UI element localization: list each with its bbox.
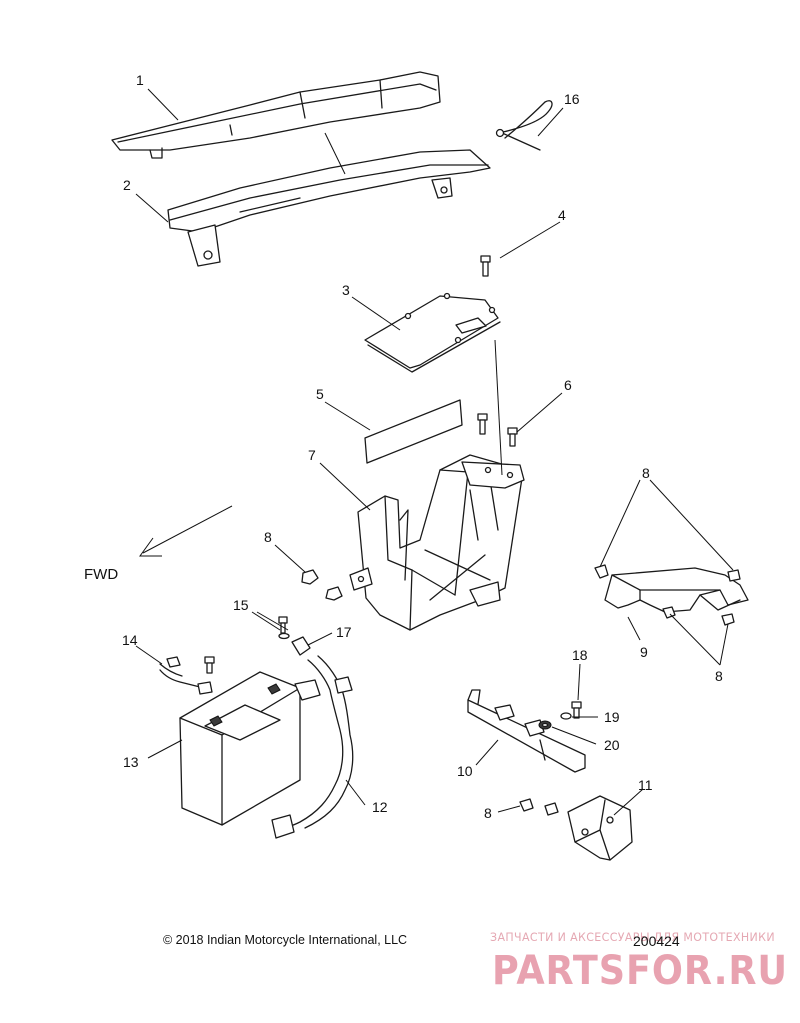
part-13-battery: [179, 671, 301, 826]
callout-13: 13: [123, 754, 139, 770]
part-3-cover-plate: [364, 292, 501, 373]
callout-9: 9: [640, 644, 648, 660]
callout-1: 1: [136, 72, 144, 88]
callout-12: 12: [372, 799, 388, 815]
callout-7: 7: [308, 447, 316, 463]
watermark: ЗАПЧАСТИ И АКСЕССУАРЫ ДЛЯ МОТОТЕХНИКИ PA…: [490, 930, 788, 994]
watermark-subtitle: ЗАПЧАСТИ И АКСЕССУАРЫ ДЛЯ МОТОТЕХНИКИ: [490, 930, 775, 944]
part-10-bracket: [467, 689, 586, 773]
part-5-strip: [364, 399, 463, 464]
callout-11: 11: [638, 777, 653, 793]
callout-19: 19: [604, 709, 620, 725]
fwd-label: FWD: [84, 566, 118, 583]
callout-17: 17: [336, 624, 352, 640]
part-9-bracket: [594, 564, 749, 626]
part-19-spacer: [560, 712, 572, 720]
callout-14: 14: [122, 632, 138, 648]
part-17-terminal: [291, 636, 311, 656]
callout-18: 18: [572, 647, 588, 663]
callout-4: 4: [558, 207, 566, 223]
part-1-upper-cover: [111, 71, 441, 159]
callout-16: 16: [564, 91, 580, 107]
part-2-lower-tray: [167, 149, 491, 267]
fwd-arrow: [139, 505, 233, 557]
callout-20: 20: [604, 737, 620, 753]
callout-10: 10: [457, 763, 473, 779]
part-18-bolt: [571, 701, 582, 719]
part-4-screw: [480, 255, 491, 277]
part-12-cable: [271, 655, 354, 839]
part-6-screws: [477, 413, 518, 447]
callout-2: 2: [123, 177, 131, 193]
callout-labels: 1 2 3 4 5 6 7 8 8 8 8 9 10 11 12 13 14 1…: [122, 72, 723, 821]
watermark-brand: PARTSFOR.RU: [492, 948, 788, 994]
part-8-nuts-box: [301, 569, 343, 601]
part-14-cable: [159, 656, 213, 695]
drawing-number: 200424: [633, 933, 680, 949]
callout-8-bracket-top: 8: [642, 465, 650, 481]
part-11-bracket: [519, 795, 633, 861]
callout-3: 3: [342, 282, 350, 298]
callout-15: 15: [233, 597, 249, 613]
part-15-screw: [278, 616, 290, 640]
leader-lines: [135, 88, 734, 816]
part-13-terminal-bolt: [204, 656, 215, 674]
part-20-bushing: [538, 720, 552, 730]
callout-5: 5: [316, 386, 324, 402]
part-7-battery-box: [349, 454, 525, 631]
copyright-text: © 2018 Indian Motorcycle International, …: [163, 933, 407, 947]
callout-8-bracket-bottom: 8: [715, 668, 723, 684]
callout-8-box: 8: [264, 529, 272, 545]
callout-6: 6: [564, 377, 572, 393]
callout-8-lower: 8: [484, 805, 492, 821]
part-16-strap: [495, 100, 553, 151]
